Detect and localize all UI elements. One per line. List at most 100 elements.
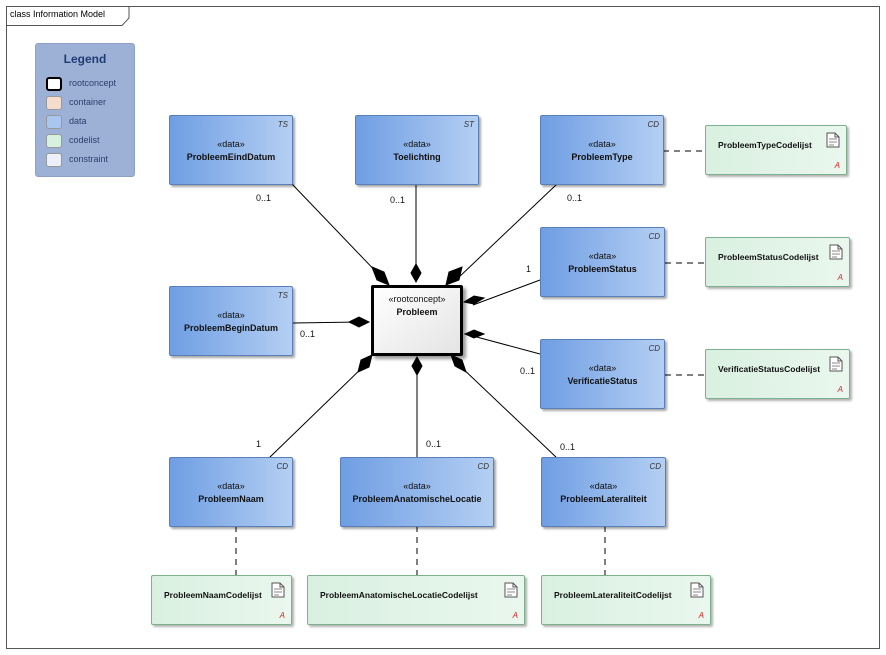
codelist-name: ProbleemStatusCodelijst	[718, 252, 819, 262]
legend-label: rootconcept	[69, 78, 117, 88]
diamond-lat	[450, 354, 467, 374]
class-probleem-naam[interactable]: CD «data» ProbleemNaam	[169, 457, 293, 527]
codelist-name: ProbleemLateraliteitCodelijst	[554, 590, 672, 600]
codelist-probleem-lateraliteit[interactable]: ProbleemLateraliteitCodelijst A	[541, 575, 711, 625]
multiplicity-anat: 0..1	[426, 439, 442, 449]
class-probleem-lateraliteit[interactable]: CD «data» ProbleemLateraliteit	[541, 457, 666, 527]
stereotype-label: «data»	[217, 481, 245, 491]
codelist-probleem-type[interactable]: ProbleemTypeCodelijst A	[705, 125, 847, 175]
link-naam	[268, 363, 367, 459]
multiplicity-lat: 0..1	[560, 442, 576, 452]
legend-swatch-rootconcept	[46, 77, 62, 91]
datatype-label: TS	[277, 291, 288, 300]
link-type	[456, 183, 558, 280]
codelist-document-icon	[826, 132, 840, 148]
abstract-marker: A	[837, 385, 843, 394]
legend-swatch-container	[46, 96, 62, 110]
class-name: ProbleemEindDatum	[186, 152, 276, 162]
class-probleem-type[interactable]: CD «data» ProbleemType	[540, 115, 664, 185]
legend-label: constraint	[69, 154, 109, 164]
codelist-name: ProbleemTypeCodelijst	[718, 140, 812, 150]
datatype-label: CD	[276, 462, 288, 471]
multiplicity-eind: 0..1	[256, 193, 272, 203]
codelist-document-icon	[690, 582, 704, 598]
codelist-probleem-status[interactable]: ProbleemStatusCodelijst A	[705, 237, 850, 287]
codelist-probleem-anatomische-locatie[interactable]: ProbleemAnatomischeLocatieCodelijst A	[307, 575, 525, 625]
frame-title-tab	[6, 6, 130, 26]
datatype-label: CD	[648, 344, 660, 353]
legend-item-constraint: constraint	[46, 153, 134, 169]
legend-swatch-codelist	[46, 134, 62, 148]
legend-title: Legend	[63, 52, 107, 66]
class-name: ProbleemStatus	[568, 264, 637, 274]
legend-swatch-constraint	[46, 153, 62, 167]
class-probleem-anatomische-locatie[interactable]: CD «data» ProbleemAnatomischeLocatie	[340, 457, 494, 527]
abstract-marker: A	[512, 611, 518, 620]
stereotype-label: «data»	[588, 251, 617, 261]
codelist-document-icon	[829, 244, 843, 260]
datatype-label: CD	[649, 462, 661, 471]
class-name: Probleem	[396, 307, 438, 317]
multiplicity-toel: 0..1	[390, 195, 406, 205]
abstract-marker: A	[279, 611, 285, 620]
legend-item-rootconcept: rootconcept	[46, 77, 134, 93]
diamond-toel	[410, 262, 422, 284]
codelist-name: VerificatieStatusCodelijst	[718, 364, 821, 374]
diamond-status	[462, 295, 486, 305]
codelist-probleem-naam[interactable]: ProbleemNaamCodelijst A	[151, 575, 292, 625]
stereotype-label: «data»	[217, 310, 245, 320]
class-name: Toelichting	[393, 152, 441, 162]
stereotype-label: «rootconcept»	[388, 294, 446, 304]
stereotype-label: «data»	[589, 481, 618, 491]
codelist-document-icon	[504, 582, 518, 598]
legend-label: codelist	[69, 135, 100, 145]
class-name: ProbleemAnatomischeLocatie	[352, 494, 482, 504]
codelist-document-icon	[829, 356, 843, 372]
class-probleem-eind-datum[interactable]: TS «data» ProbleemEindDatum	[169, 115, 293, 185]
link-status	[472, 279, 541, 306]
legend-label: container	[69, 97, 107, 107]
link-verif	[472, 335, 541, 355]
class-probleem-begin-datum[interactable]: TS «data» ProbleemBeginDatum	[169, 286, 293, 356]
legend-item-container: container	[46, 96, 134, 112]
link-eind	[291, 183, 384, 280]
diamond-type	[445, 266, 463, 286]
class-probleem[interactable]: «rootconcept» Probleem	[371, 285, 463, 356]
stereotype-label: «data»	[588, 363, 617, 373]
codelist-name: ProbleemNaamCodelijst	[164, 590, 262, 600]
datatype-label: CD	[477, 462, 489, 471]
stereotype-label: «data»	[588, 139, 616, 149]
stereotype-label: «data»	[403, 139, 431, 149]
link-lat	[457, 363, 558, 459]
class-toelichting[interactable]: ST «data» Toelichting	[355, 115, 479, 185]
diamond-naam	[357, 354, 373, 373]
class-name: ProbleemBeginDatum	[183, 323, 279, 333]
diamond-verif	[463, 329, 486, 339]
multiplicity-naam: 1	[256, 439, 262, 449]
multiplicity-begin: 0..1	[300, 329, 316, 339]
class-name: ProbleemLateraliteit	[560, 494, 647, 504]
legend-item-codelist: codelist	[46, 134, 134, 150]
diamond-anat	[411, 355, 423, 377]
multiplicity-status: 1	[526, 264, 532, 274]
class-probleem-status[interactable]: CD «data» ProbleemStatus	[540, 227, 665, 297]
legend-label: data	[69, 116, 87, 126]
abstract-marker: A	[834, 161, 840, 170]
codelist-verificatie-status[interactable]: VerificatieStatusCodelijst A	[705, 349, 850, 399]
legend-item-data: data	[46, 115, 134, 131]
datatype-label: TS	[277, 120, 288, 129]
datatype-label: CD	[647, 120, 659, 129]
multiplicity-type: 0..1	[567, 193, 583, 203]
class-name: ProbleemType	[571, 152, 633, 162]
class-name: VerificatieStatus	[567, 376, 638, 386]
stereotype-label: «data»	[403, 481, 431, 491]
abstract-marker: A	[698, 611, 704, 620]
diagram-frame	[6, 6, 880, 649]
legend: Legend rootconcept container data codeli…	[35, 43, 135, 177]
legend-swatch-data	[46, 115, 62, 129]
diamond-eind	[371, 266, 390, 286]
datatype-label: CD	[648, 232, 660, 241]
frame-title: class Information Model	[10, 9, 106, 19]
class-verificatie-status[interactable]: CD «data» VerificatieStatus	[540, 339, 665, 409]
diamond-begin	[347, 316, 371, 328]
